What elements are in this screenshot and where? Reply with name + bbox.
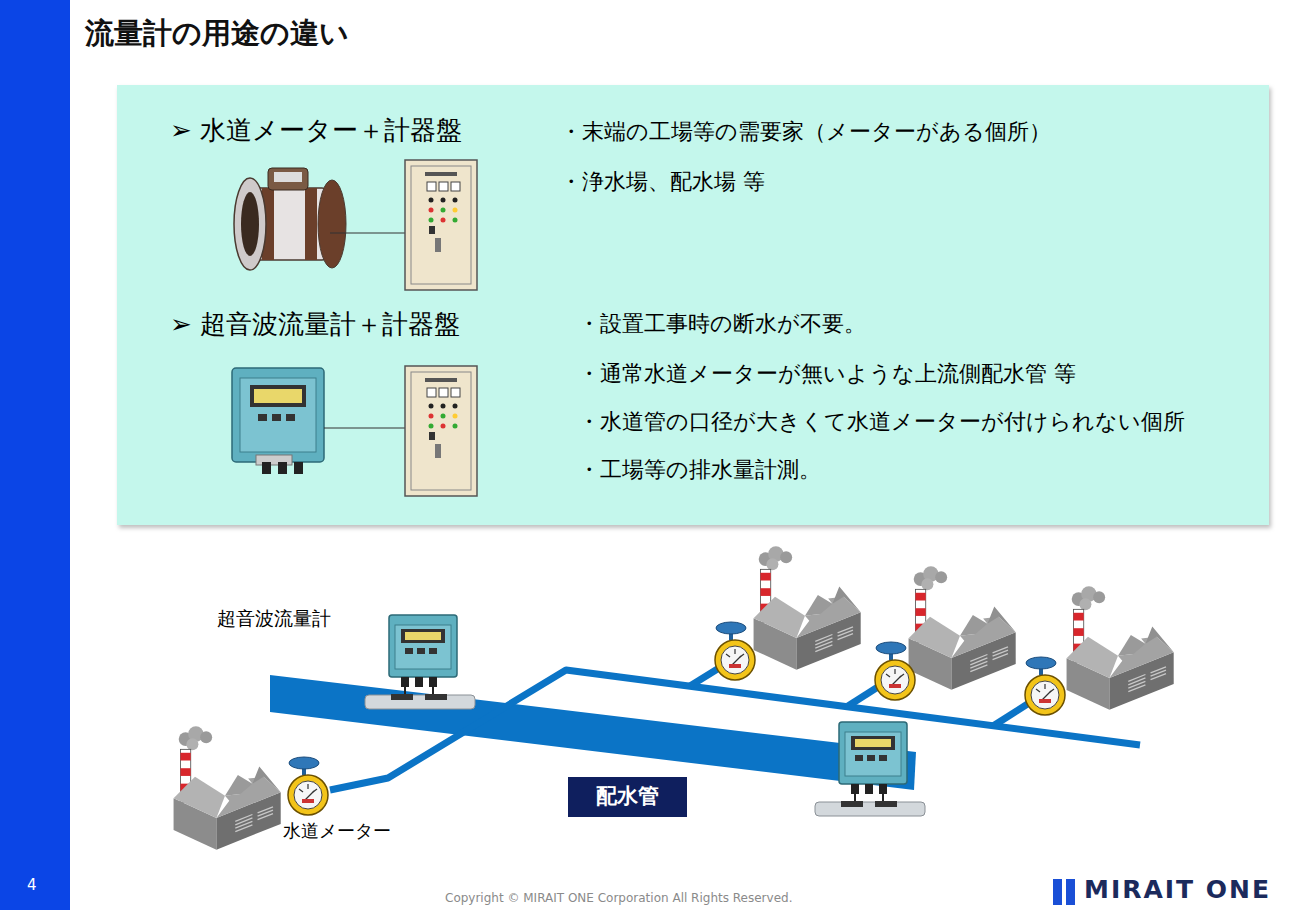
factory bbox=[909, 566, 1016, 689]
pipe-name-box: 配水管 bbox=[568, 777, 687, 817]
panel-ground bbox=[117, 85, 1269, 525]
water-meter bbox=[288, 757, 328, 815]
instrument-panel bbox=[405, 160, 477, 290]
factory bbox=[754, 546, 861, 669]
device-label: 水道メーター bbox=[283, 820, 391, 842]
water-meter bbox=[715, 622, 755, 680]
logo-mark bbox=[1053, 879, 1075, 905]
bullet-text: ・工場等の排水量計測。 bbox=[578, 457, 821, 483]
water-pipes bbox=[270, 660, 1140, 790]
water-meter bbox=[875, 642, 915, 700]
usage-panel: ➢ 水道メーター＋計器盤 ・末端の工場等の需要家（メーターがある個所） ・浄水場、配… bbox=[117, 85, 1269, 525]
instrument-panel bbox=[405, 366, 477, 496]
copyright-note: Copyright © MIRAIT ONE Corporation All R… bbox=[445, 891, 792, 905]
bullet-text: ・浄水場、配水場 等 bbox=[560, 169, 765, 195]
bullet-text: ・通常水道メーターが無いような上流側配水管 等 bbox=[578, 361, 1076, 387]
page-number: 4 bbox=[27, 876, 37, 894]
electromagnetic-meter bbox=[234, 168, 405, 270]
section-heading: ➢ 超音波流量計＋計器盤 bbox=[170, 309, 460, 340]
water-meter bbox=[1025, 657, 1065, 715]
ultrasonic-meter bbox=[232, 368, 405, 474]
side-bar bbox=[0, 0, 70, 910]
slide-title: 流量計の用途の違い bbox=[85, 16, 349, 51]
ultrasonic-flowmeter bbox=[815, 722, 925, 816]
ultrasonic-flowmeter bbox=[365, 615, 475, 709]
bullet-text: ・水道管の口径が大きくて水道メーターが付けられない個所 bbox=[578, 409, 1185, 435]
pipe-name: 配水管 bbox=[596, 784, 659, 809]
company-logo: MIRAIT ONE bbox=[1084, 875, 1271, 905]
section-heading: ➢ 水道メーター＋計器盤 bbox=[170, 115, 462, 146]
bullet-text: ・末端の工場等の需要家（メーターがある個所） bbox=[560, 119, 1051, 145]
bullet-text: ・設置工事時の断水が不要。 bbox=[578, 311, 866, 337]
factory bbox=[1067, 586, 1174, 709]
factory bbox=[174, 726, 281, 849]
device-label: 超音波流量計 bbox=[217, 607, 331, 630]
